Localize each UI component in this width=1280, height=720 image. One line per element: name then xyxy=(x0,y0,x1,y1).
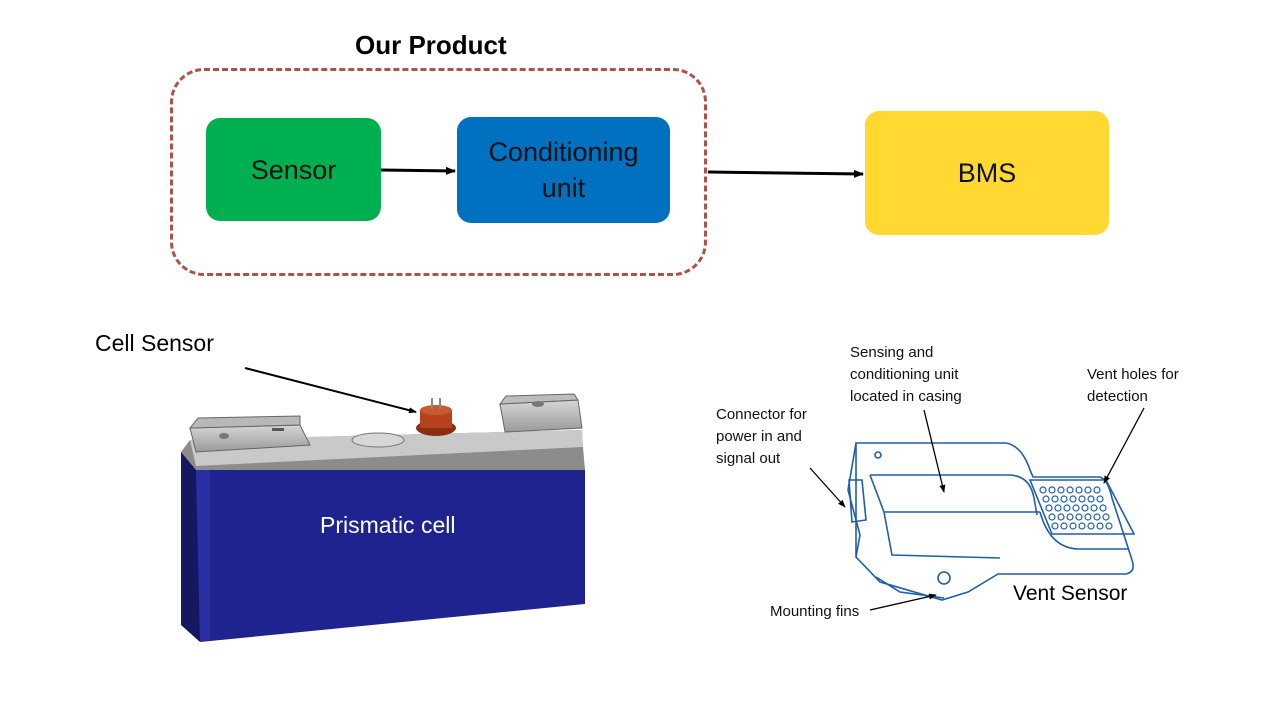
bms-block-label: BMS xyxy=(957,158,1017,188)
casing-pointer xyxy=(923,409,946,493)
vent-holes-grid xyxy=(1039,486,1113,530)
product-title: Our Product xyxy=(355,30,507,60)
vent-sensor-title: Vent Sensor xyxy=(1013,582,1128,605)
vent-sensor-illustration xyxy=(847,442,1136,601)
prismatic-cell-label: Prismatic cell xyxy=(320,512,456,538)
connector-callout: Connector for power in and signal out xyxy=(716,406,807,467)
vent-holes-callout: Vent holes for detection xyxy=(1087,366,1179,405)
connector-pointer xyxy=(809,467,846,508)
conditioning-unit-block-label: Conditioning unit xyxy=(488,137,639,203)
conditioning-unit-block: Conditioning unit xyxy=(457,117,670,223)
sensor-to-conditioning-arrow xyxy=(380,166,456,175)
product-boundary xyxy=(170,68,707,276)
cell-sensor-label: Cell Sensor xyxy=(95,330,214,356)
bms-block: BMS xyxy=(865,111,1109,235)
prismatic-cell-illustration xyxy=(181,393,585,642)
sensor-block: Sensor xyxy=(206,118,381,221)
sensor-block-label: Sensor xyxy=(250,154,337,185)
conditioning-to-bms-arrow xyxy=(707,169,864,178)
fins-pointer xyxy=(869,593,937,611)
casing-callout: Sensing and conditioning unit located in… xyxy=(850,344,962,405)
cell-sensor-pointer xyxy=(244,367,417,414)
vent-holes-pointer xyxy=(1103,407,1145,484)
fins-callout: Mounting fins xyxy=(770,603,860,620)
